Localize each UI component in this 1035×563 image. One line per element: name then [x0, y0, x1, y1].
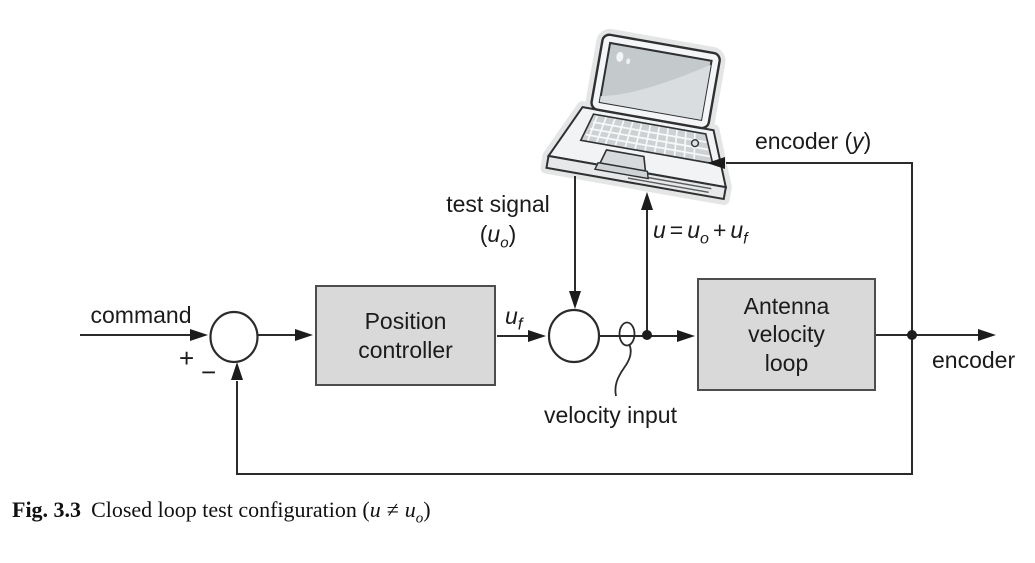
- arrow-feedback-into-sum1: [231, 362, 243, 380]
- laptop-power-button: [690, 139, 700, 148]
- node-encoder-output: [907, 330, 917, 340]
- test-signal-line2: (uo): [479, 220, 517, 252]
- position-controller-block: Position controller: [315, 285, 496, 386]
- arrow-into-controller: [295, 329, 313, 341]
- wire-feedback: [236, 335, 913, 475]
- antenna-label-line1: Antenna: [743, 293, 830, 320]
- probe-leader-line: [614, 343, 632, 397]
- arrow-into-plant: [677, 330, 695, 342]
- velocity-input-probe: [614, 321, 636, 397]
- position-controller-label-line1: Position: [364, 308, 447, 335]
- summing-junction-1: [209, 310, 259, 364]
- summing-junction-2: [547, 308, 601, 364]
- figure-number: Fig. 3.3: [12, 497, 82, 522]
- position-controller-label-line2: controller: [358, 336, 453, 363]
- wire-encoder-y: [726, 162, 913, 335]
- uf-label: uf: [505, 302, 523, 334]
- arrow-encoder-output: [978, 329, 996, 341]
- laptop-icon: [540, 28, 732, 206]
- laptop-trackpad-button: [593, 161, 649, 180]
- arrow-test-signal-down: [569, 291, 581, 309]
- laptop-front-edge: [545, 154, 727, 201]
- test-signal-line1: test signal: [446, 191, 550, 217]
- laptop-key-columns: [587, 115, 696, 160]
- encoder-output-label: encoder: [932, 347, 1016, 373]
- test-signal-label: test signal (uo): [428, 190, 568, 250]
- laptop-screen-glint-2: [626, 58, 631, 65]
- probe-loop-icon: [618, 321, 636, 347]
- antenna-label-line3: loop: [764, 349, 809, 376]
- sum1-plus-sign: +: [179, 343, 195, 373]
- arrow-encoder-y-into-laptop: [707, 157, 725, 169]
- arrow-into-sum2: [528, 330, 546, 342]
- uf-base: u: [505, 303, 518, 329]
- laptop-screen-shine: [599, 64, 711, 120]
- encoder-y-label: encoder (y): [755, 128, 872, 154]
- sum1-minus-sign: −: [201, 357, 217, 387]
- laptop-screen-glint-1: [616, 51, 624, 62]
- u-equation-label: u=uo+uf: [653, 217, 748, 248]
- arrow-into-sum1: [190, 329, 208, 341]
- velocity-input-label: velocity input: [544, 402, 677, 428]
- node-velocity-input: [642, 330, 652, 340]
- antenna-label-line2: velocity: [748, 321, 825, 348]
- arrowheads: [190, 157, 996, 380]
- arrow-u-up-into-laptop: [641, 192, 653, 210]
- antenna-velocity-loop-block: Antenna velocity loop: [697, 278, 876, 391]
- command-label: command: [90, 302, 192, 328]
- wires: [80, 162, 979, 475]
- uf-sub: f: [517, 314, 523, 334]
